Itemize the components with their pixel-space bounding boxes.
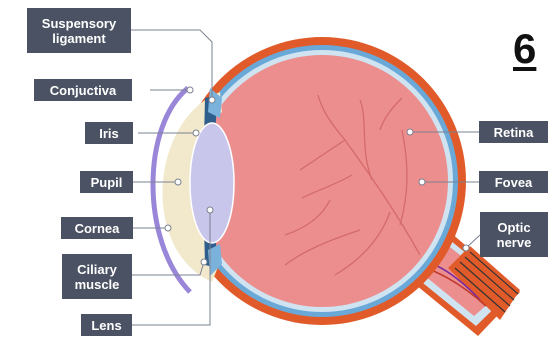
label-retina: Retina [479, 121, 548, 143]
label-suspensory-ligament: Suspensory ligament [27, 8, 131, 53]
page-number: 6 [513, 26, 536, 72]
label-lens: Lens [81, 314, 132, 336]
label-ciliary-muscle: Ciliary muscle [62, 254, 132, 299]
label-cornea: Cornea [61, 217, 133, 239]
label-iris: Iris [85, 122, 133, 144]
label-optic-nerve: Optic nerve [480, 212, 548, 257]
label-conjunctiva: Conjuctiva [34, 79, 132, 101]
lens-shape [190, 123, 234, 243]
label-fovea: Fovea [479, 171, 548, 193]
label-pupil: Pupil [80, 171, 133, 193]
